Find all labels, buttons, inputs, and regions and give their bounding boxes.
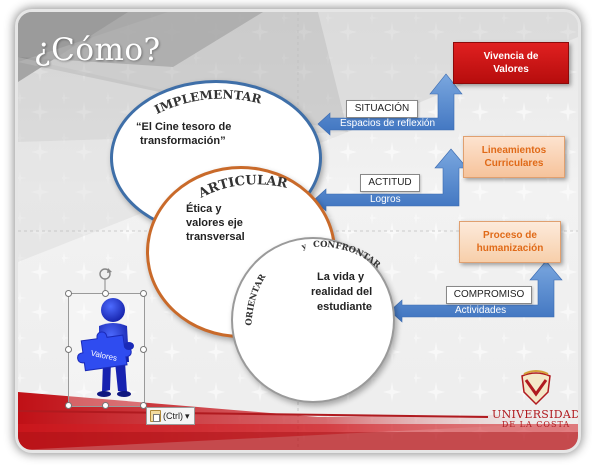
resize-handle-right[interactable] <box>140 346 147 353</box>
logo-line2: DE LA COSTA <box>501 420 571 429</box>
articular-text-line3: transversal <box>186 231 245 243</box>
chevron-down-icon: ▾ <box>185 411 190 421</box>
svg-text:IMPLEMENTAR: IMPLEMENTAR <box>152 88 264 117</box>
sub-actividades: Actividades <box>455 305 507 316</box>
resize-handle-top-right[interactable] <box>140 290 147 297</box>
box-proceso-line1: Proceso de <box>483 230 537 241</box>
box-lineamientos-line1: Lineamientos <box>481 145 547 156</box>
implementar-text-line1: “El Cine tesoro de <box>136 121 232 133</box>
box-lineamientos-line2: Curriculares <box>484 158 544 169</box>
svg-text:y: y <box>299 241 308 251</box>
resize-handle-left[interactable] <box>65 346 72 353</box>
logo-line1: UNIVERSIDAD <box>492 408 578 421</box>
arrow-situacion <box>317 73 463 136</box>
implementar-text-line2: transformación” <box>140 135 226 147</box>
articular-heading: ARTICULAR <box>195 173 289 202</box>
label-situacion: SITUACIÓN <box>346 100 418 118</box>
orientar-heading: ORIENTAR y CONFRONTAR <box>244 240 383 326</box>
orientar-text-line2: realidad del <box>311 286 373 298</box>
slide[interactable]: ¿Cómo? <box>18 12 578 450</box>
paste-options-button[interactable]: (Ctrl) ▾ <box>146 407 195 425</box>
orientar-text-line3: estudiante <box>317 301 373 313</box>
arrow-actitud <box>313 148 468 212</box>
articular-text-line2: valores eje <box>186 217 243 229</box>
university-shield-logo <box>521 370 551 406</box>
slide-title: ¿Cómo? <box>34 32 161 68</box>
arrows-layer <box>313 73 563 323</box>
rotate-handle[interactable] <box>98 267 112 291</box>
resize-handle-bottom[interactable] <box>102 402 109 409</box>
sub-logros: Logros <box>370 194 401 205</box>
articular-text-line1: Ética y <box>186 203 222 215</box>
box-vivencia-line2: Valores <box>493 64 529 75</box>
svg-text:ARTICULAR: ARTICULAR <box>195 173 289 202</box>
box-lineamientos-curriculares[interactable]: Lineamientos Curriculares <box>463 136 565 178</box>
resize-handle-bottom-left[interactable] <box>65 402 72 409</box>
clipboard-icon <box>150 410 161 422</box>
box-vivencia-line1: Vivencia de <box>483 51 539 62</box>
resize-handle-top-left[interactable] <box>65 290 72 297</box>
label-actitud: ACTITUD <box>360 174 420 192</box>
circle-orientar[interactable] <box>231 237 395 403</box>
sub-espacios-reflexion: Espacios de reflexión <box>340 118 436 129</box>
orientar-text-line1: La vida y <box>317 271 365 283</box>
university-logo-text: UNIVERSIDAD DE LA COSTA <box>492 408 578 430</box>
person-puzzle-figure: Valores <box>77 298 134 397</box>
implementar-heading: IMPLEMENTAR <box>152 88 264 117</box>
svg-text:CONFRONTAR: CONFRONTAR <box>313 240 383 271</box>
paste-options-label: (Ctrl) <box>163 411 183 421</box>
resize-handle-bottom-right[interactable] <box>140 402 147 409</box>
box-vivencia-valores[interactable]: Vivencia de Valores <box>453 42 569 84</box>
box-proceso-line2: humanización <box>476 243 544 254</box>
label-compromiso: COMPROMISO <box>446 286 532 304</box>
resize-handle-top[interactable] <box>102 290 109 297</box>
box-proceso-humanizacion[interactable]: Proceso de humanización <box>459 221 561 263</box>
svg-text:ORIENTAR: ORIENTAR <box>244 272 268 326</box>
